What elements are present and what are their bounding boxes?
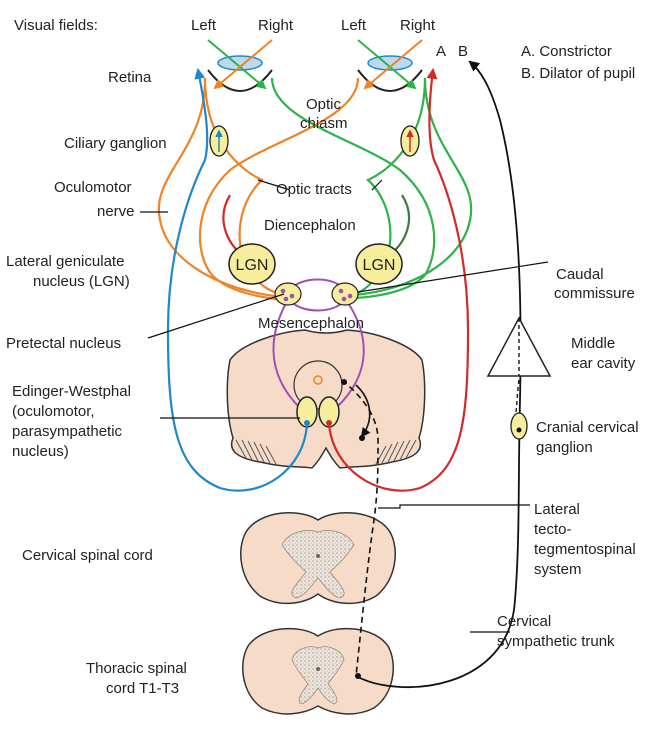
ciliary-ganglion-left (210, 126, 228, 156)
lateral-label: Lateral (534, 501, 580, 518)
caudal-label: Caudal (556, 266, 604, 283)
optic-chiasm-label-1: Optic (306, 96, 342, 113)
optic-tracts-label: Optic tracts (276, 181, 352, 198)
left-field-label-1: Left (191, 17, 217, 34)
right-field-label-1: Right (258, 17, 294, 34)
diencephalon-label: Diencephalon (264, 217, 356, 234)
oculomotor-label-1: Oculomotor (54, 179, 132, 196)
cervical-spinal-cord-label: Cervical spinal cord (22, 547, 153, 564)
pretectal-label: Pretectal nucleus (6, 335, 121, 352)
lgn-left-label: LGN (236, 257, 269, 274)
lgn-right-label: LGN (363, 257, 396, 274)
left-field-label-2: Left (341, 17, 367, 34)
ciliary-ganglion-label: Ciliary ganglion (64, 135, 167, 152)
legend-a: A. Constrictor (521, 43, 612, 60)
cervical-spinal-cord-section (241, 513, 396, 604)
pretectal-nucleus-right (332, 283, 358, 305)
ew-label-3: parasympathetic (12, 423, 123, 440)
ew-label-2: (oculomotor, (12, 403, 95, 420)
label-b: B (458, 43, 468, 60)
lgn-label-1: Lateral geniculate (6, 253, 124, 270)
middle-ear-label-2: ear cavity (571, 355, 636, 372)
retina-label: Retina (108, 69, 152, 86)
oculomotor-label-2: nerve (97, 203, 135, 220)
optic-chiasm-label-2: chiasm (300, 115, 348, 132)
lgn-label-2: nucleus (LGN) (33, 273, 130, 290)
ciliary-ganglion-right (401, 126, 419, 156)
label-a: A (436, 43, 446, 60)
tegmentospinal-label: tegmentospinal (534, 541, 636, 558)
thoracic-label-1: Thoracic spinal (86, 660, 187, 677)
ew-label-1: Edinger-Westphal (12, 383, 131, 400)
cranial-cervical-ganglion (511, 413, 527, 439)
visual-fields-label: Visual fields: (14, 17, 98, 34)
cervical-sympathetic-label-2: sympathetic trunk (497, 633, 615, 650)
right-field-label-2: Right (400, 17, 436, 34)
lgn-left: LGN (229, 244, 275, 284)
thoracic-spinal-cord-section (243, 629, 394, 714)
middle-ear-triangle (488, 318, 550, 412)
cervical-sympathetic-label-1: Cervical (497, 613, 551, 630)
legend-b: B. Dilator of pupil (521, 65, 635, 82)
pretectal-nucleus-left (275, 283, 301, 305)
mesencephalon-label: Mesencephalon (258, 315, 364, 332)
system-label: system (534, 561, 582, 578)
cranial-cervical-label-2: ganglion (536, 439, 593, 456)
ew-label-4: nucleus) (12, 443, 69, 460)
tecto-label: tecto- (534, 521, 572, 538)
thoracic-label-2: cord T1-T3 (106, 680, 179, 697)
middle-ear-label-1: Middle (571, 335, 615, 352)
lgn-right: LGN (356, 244, 402, 284)
cranial-cervical-label-1: Cranial cervical (536, 419, 639, 436)
commissure-label: commissure (554, 285, 635, 302)
